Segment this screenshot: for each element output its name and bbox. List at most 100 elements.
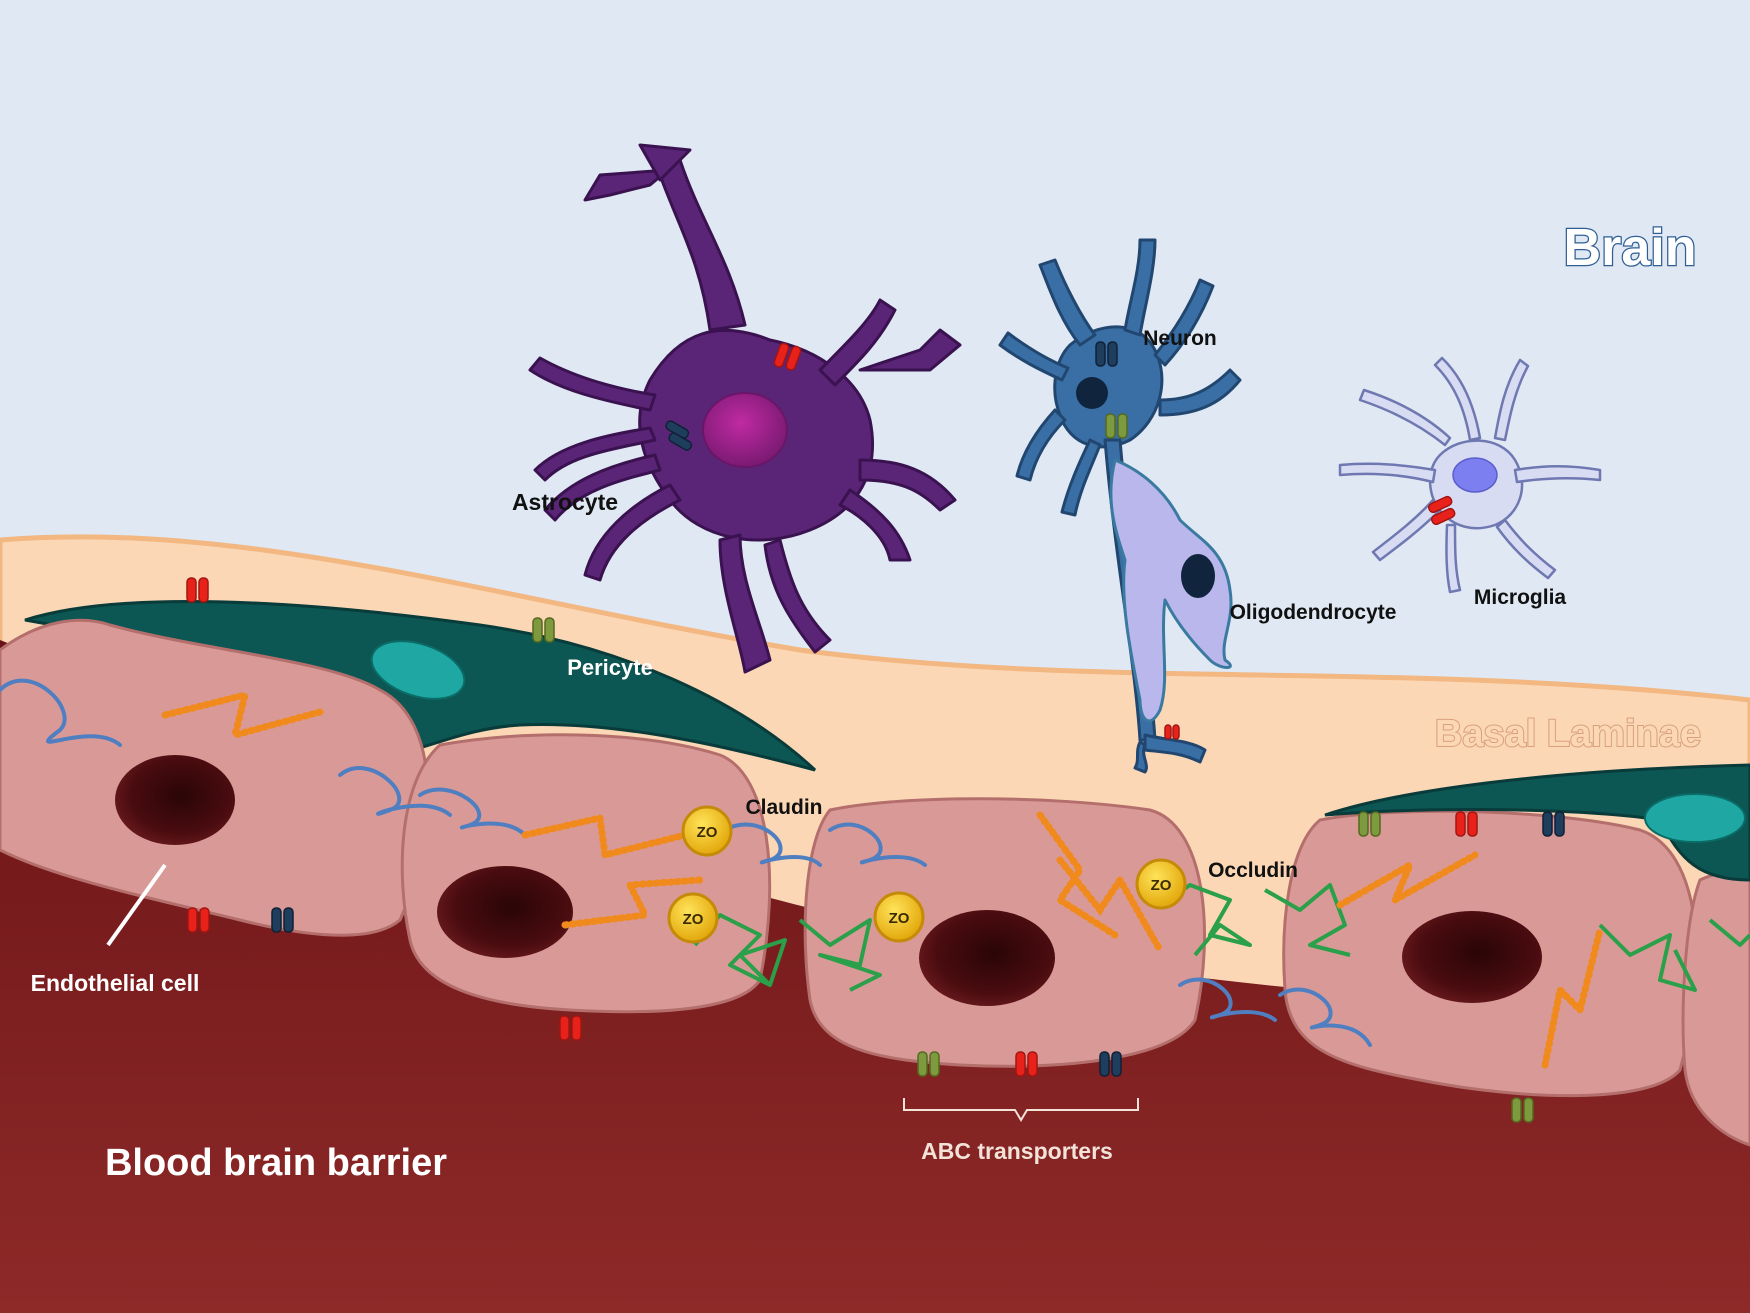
endothelial-pointer-line	[106, 863, 167, 947]
astrocyte-process	[543, 453, 662, 522]
zo-protein: ZO	[1135, 858, 1187, 910]
basal-laminae-label: Basal Laminae	[1435, 713, 1701, 755]
neuron-dendrite	[1158, 368, 1242, 417]
actin-chain	[1541, 926, 1604, 1069]
claudin-strand	[723, 822, 822, 867]
neuron-dendrite	[1060, 438, 1102, 517]
astrocyte	[528, 143, 962, 674]
actin-chain	[521, 813, 689, 860]
zo-label: ZO	[889, 910, 910, 927]
occludin-strands	[693, 883, 1750, 992]
microglia-process	[1371, 498, 1442, 562]
brain-label: Brain	[1564, 219, 1697, 277]
astrocyte-process	[763, 538, 832, 654]
neuron-dendrite	[998, 331, 1070, 382]
pericyte-nucleus	[370, 640, 466, 700]
endothelial-nucleus-4	[1402, 911, 1542, 1003]
microglia-transporter-red	[1427, 495, 1456, 526]
astrocyte-process	[818, 298, 897, 387]
transporter-green	[1511, 1097, 1534, 1123]
pericyte-right	[1324, 763, 1750, 882]
actin-chain	[1336, 851, 1479, 909]
abc-transporters-bracket	[903, 1098, 1139, 1122]
microglia-process	[1513, 465, 1602, 484]
transporter-red	[1015, 1051, 1038, 1077]
transporters	[186, 577, 1565, 1123]
claudin-strand	[828, 822, 927, 867]
endothelial-nucleus-1	[115, 755, 235, 845]
transporter-red	[186, 577, 209, 603]
actin-chain	[1036, 811, 1119, 939]
astrocyte-process	[583, 483, 682, 582]
abc-transporters-label: ABC transporters	[921, 1138, 1113, 1164]
transporter-navy	[271, 907, 294, 933]
zo-protein: ZO	[667, 892, 719, 944]
neuron-dendrite	[1015, 408, 1067, 482]
occludin-label: Occludin	[1208, 859, 1298, 882]
microglia-process	[1495, 518, 1557, 580]
microglia-nucleus	[1452, 457, 1498, 493]
oligodendrocyte	[1109, 458, 1233, 723]
microglia-process	[1433, 356, 1482, 442]
transporter-navy	[1099, 1051, 1122, 1077]
transporter-green	[917, 1051, 940, 1077]
microglia-process	[1338, 462, 1437, 484]
occludin-strand	[693, 913, 787, 987]
pericyte-right-nucleus	[1644, 793, 1746, 843]
zo-protein: ZO	[681, 805, 733, 857]
occludin-strand	[1598, 923, 1697, 992]
neuron-dendrite	[1038, 258, 1097, 347]
endothelial-cells	[0, 618, 1750, 1147]
microglia	[1338, 356, 1602, 594]
actin-chain	[1056, 856, 1164, 954]
astrocyte-process	[528, 356, 657, 412]
claudin-strand	[418, 787, 527, 837]
occludin-strand	[1708, 918, 1750, 947]
endothelial-nucleus-2	[437, 866, 573, 958]
microglia-process	[1493, 358, 1530, 442]
claudin-strand	[338, 766, 452, 817]
occludin-strand	[798, 918, 882, 992]
astrocyte-process	[583, 168, 670, 202]
microglia-process	[1445, 523, 1462, 594]
astrocyte-label: Astrocyte	[512, 489, 618, 515]
astrocyte-process	[638, 143, 692, 182]
neuron-label: Neuron	[1143, 327, 1217, 350]
oligodendrocyte-sheath	[1109, 458, 1233, 723]
transporter-navy	[1542, 811, 1565, 837]
claudin-strand	[0, 678, 122, 747]
astrocyte-process	[838, 488, 912, 562]
endothelial-nucleus-3	[919, 910, 1055, 1006]
neuron-transporter-green	[1105, 413, 1128, 439]
actin-chains	[161, 690, 1604, 1069]
claudin-strands	[0, 678, 1372, 1047]
astrocyte-transporter-red	[773, 342, 802, 371]
oligodendrocyte-nucleus	[1181, 554, 1215, 598]
blood-brain-barrier-label: Blood brain barrier	[105, 1142, 447, 1184]
transporter-red	[1455, 811, 1478, 837]
astrocyte-process	[858, 328, 962, 372]
astrocyte-nucleus	[702, 392, 788, 468]
zo-label: ZO	[683, 911, 704, 928]
transporter-red	[559, 1015, 582, 1041]
astrocyte-process	[858, 458, 957, 512]
claudin-strand	[1178, 977, 1277, 1022]
neuron-transporter-red	[1164, 724, 1180, 740]
astrocyte-transporter-navy	[665, 420, 693, 451]
endothelial-cell-label: Endothelial cell	[31, 970, 200, 996]
neuron-transporter-navy	[1095, 341, 1118, 367]
actin-chain	[161, 690, 324, 740]
transporter-green	[532, 617, 555, 643]
neuron-nucleus	[1076, 377, 1108, 409]
microglia-process	[1358, 388, 1452, 447]
astrocyte-process	[533, 426, 657, 482]
neuron-dendrite	[1123, 238, 1157, 337]
claudin-strand	[1278, 987, 1372, 1047]
pericyte-label: Pericyte	[567, 655, 653, 680]
zo-proteins: ZO ZO ZO ZO	[667, 805, 1187, 944]
astrocyte-process	[718, 533, 772, 674]
transporter-green	[1358, 811, 1381, 837]
zo-label: ZO	[1151, 877, 1172, 894]
neuron-dendrite	[1153, 278, 1215, 367]
